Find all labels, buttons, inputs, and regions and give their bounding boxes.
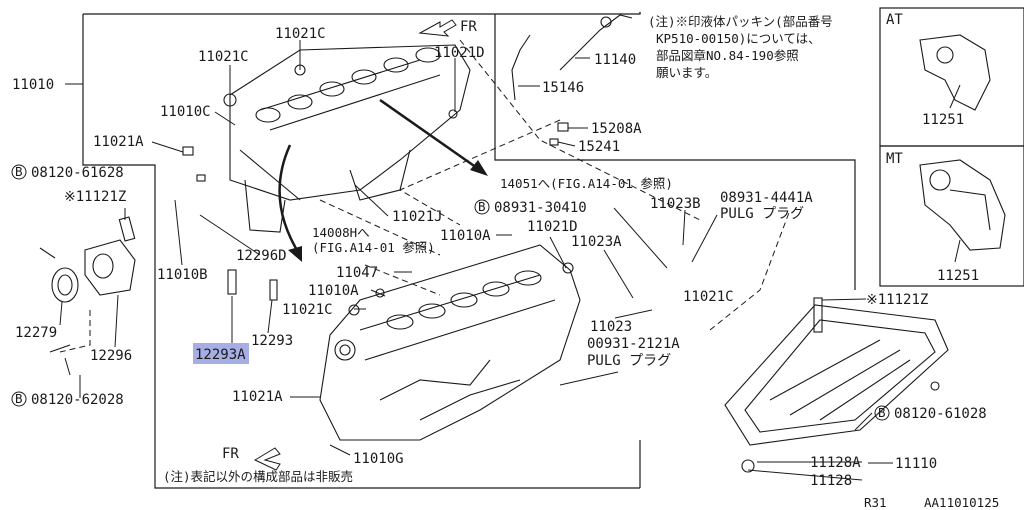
label-08931-30410[interactable]: 08931-30410 — [494, 200, 587, 216]
part-labels: 11010 11021C 11021C 11021D 11010C 11021A… — [11, 26, 987, 489]
fr-label-top: FR — [460, 19, 477, 35]
diagram-frames — [82, 7, 1024, 489]
label-11010[interactable]: 11010 — [12, 77, 54, 93]
bolt-marker-08120-62028: B — [11, 391, 27, 407]
label-12279[interactable]: 12279 — [15, 325, 57, 341]
note-line-4: 願います。 — [656, 65, 717, 80]
at-gasket-plate — [919, 34, 991, 111]
highlight-box — [193, 343, 249, 364]
label-08931-4441a[interactable]: 08931-4441A — [720, 190, 813, 206]
label-11021c-a[interactable]: 11021C — [198, 49, 249, 65]
label-12293a[interactable]: 12293A — [195, 347, 246, 363]
note-line-3: 部品図章NO.84-190参照 — [656, 48, 799, 63]
reference-arrows — [278, 98, 481, 256]
label-11110[interactable]: 11110 — [895, 456, 937, 472]
label-11023b[interactable]: 11023B — [650, 196, 701, 212]
label-11021j[interactable]: 11021J — [392, 209, 443, 225]
bolt-marker-b: B — [478, 199, 486, 214]
footer-diagram-id: AA11010125 — [924, 495, 999, 510]
label-11023a[interactable]: 11023A — [571, 234, 622, 250]
fr-indicator-bottom: FR — [222, 446, 281, 471]
bolt-marker-b: B — [15, 391, 23, 406]
label-pulg-plug-2[interactable]: PULG プラグ — [587, 353, 671, 369]
bolt-marker-b: B — [878, 405, 886, 420]
label-11021c-d[interactable]: 11021C — [683, 289, 734, 305]
dashed-leaders — [59, 39, 791, 353]
label-11121z-b[interactable]: ※11121Z — [866, 292, 928, 308]
mt-gasket-plate — [919, 159, 1006, 251]
label-11010g[interactable]: 11010G — [353, 451, 404, 467]
panel-label-mt: MT — [886, 151, 903, 167]
label-11251-at[interactable]: 11251 — [922, 112, 964, 128]
label-11128[interactable]: 11128 — [810, 473, 852, 489]
note-top: (注)※印液体パッキン(部品番号 KP510-00150)については、 部品図章… — [648, 14, 833, 80]
label-11021d-b[interactable]: 11021D — [527, 219, 578, 235]
bolt-marker-08931-30410: B — [474, 199, 490, 215]
label-11021d-a[interactable]: 11021D — [434, 45, 485, 61]
label-15208a[interactable]: 15208A — [591, 121, 642, 137]
label-11010a-b[interactable]: 11010A — [308, 283, 359, 299]
label-14051-ref[interactable]: 14051へ(FIG.A14-01 参照) — [500, 176, 673, 191]
label-11021c-b[interactable]: 11021C — [275, 26, 326, 42]
label-15146[interactable]: 15146 — [542, 80, 584, 96]
label-08120-61628[interactable]: 08120-61628 — [31, 165, 124, 181]
fr-arrow-icon — [253, 447, 281, 471]
fr-indicator-top: FR — [418, 19, 477, 37]
label-11023[interactable]: 11023 — [590, 319, 632, 335]
label-08120-61028[interactable]: 08120-61028 — [894, 406, 987, 422]
fr-label-bottom: FR — [222, 446, 239, 462]
label-11251-mt[interactable]: 11251 — [937, 268, 979, 284]
label-11010a-a[interactable]: 11010A — [440, 228, 491, 244]
lower-cylinder-block — [319, 244, 581, 441]
bolt-marker-b: B — [15, 164, 23, 179]
note-bottom: (注)表記以外の構成部品は非販売 — [163, 469, 353, 484]
label-12296d[interactable]: 12296D — [236, 248, 287, 264]
fr-arrow-icon — [418, 19, 457, 37]
label-11010c[interactable]: 11010C — [160, 104, 211, 120]
rear-seal-parts — [39, 216, 278, 353]
note-line-1: (注)※印液体パッキン(部品番号 — [648, 14, 833, 29]
panel-label-at: AT — [886, 12, 903, 28]
dipstick-parts — [511, 14, 633, 146]
label-11010b[interactable]: 11010B — [157, 267, 208, 283]
oil-pan — [724, 297, 949, 473]
label-14008h[interactable]: 14008Hへ — [312, 225, 370, 240]
label-pulg-plug-1[interactable]: PULG プラグ — [720, 206, 804, 222]
label-08120-62028[interactable]: 08120-62028 — [31, 392, 124, 408]
label-14008h-ref[interactable]: (FIG.A14-01 参照) — [312, 240, 435, 255]
note-line-2: KP510-00150)については、 — [656, 31, 821, 46]
label-11021a-b[interactable]: 11021A — [232, 389, 283, 405]
bolt-marker-08120-61628: B — [11, 164, 27, 180]
label-11047[interactable]: 11047 — [336, 265, 378, 281]
label-11021a-a[interactable]: 11021A — [93, 134, 144, 150]
label-11140[interactable]: 11140 — [594, 52, 636, 68]
label-00931-2121a[interactable]: 00931-2121A — [587, 336, 680, 352]
label-12293[interactable]: 12293 — [251, 333, 293, 349]
label-15241[interactable]: 15241 — [578, 139, 620, 155]
leader-lines — [59, 40, 961, 481]
upper-cylinder-block — [182, 44, 471, 233]
label-11121z-a[interactable]: ※11121Z — [64, 189, 126, 205]
footer-model: R31 — [864, 495, 887, 510]
label-11021c-c[interactable]: 11021C — [282, 302, 333, 318]
label-12296[interactable]: 12296 — [90, 348, 132, 364]
label-11128a[interactable]: 11128A — [810, 455, 861, 471]
bolt-marker-08120-61028: B — [874, 405, 890, 421]
